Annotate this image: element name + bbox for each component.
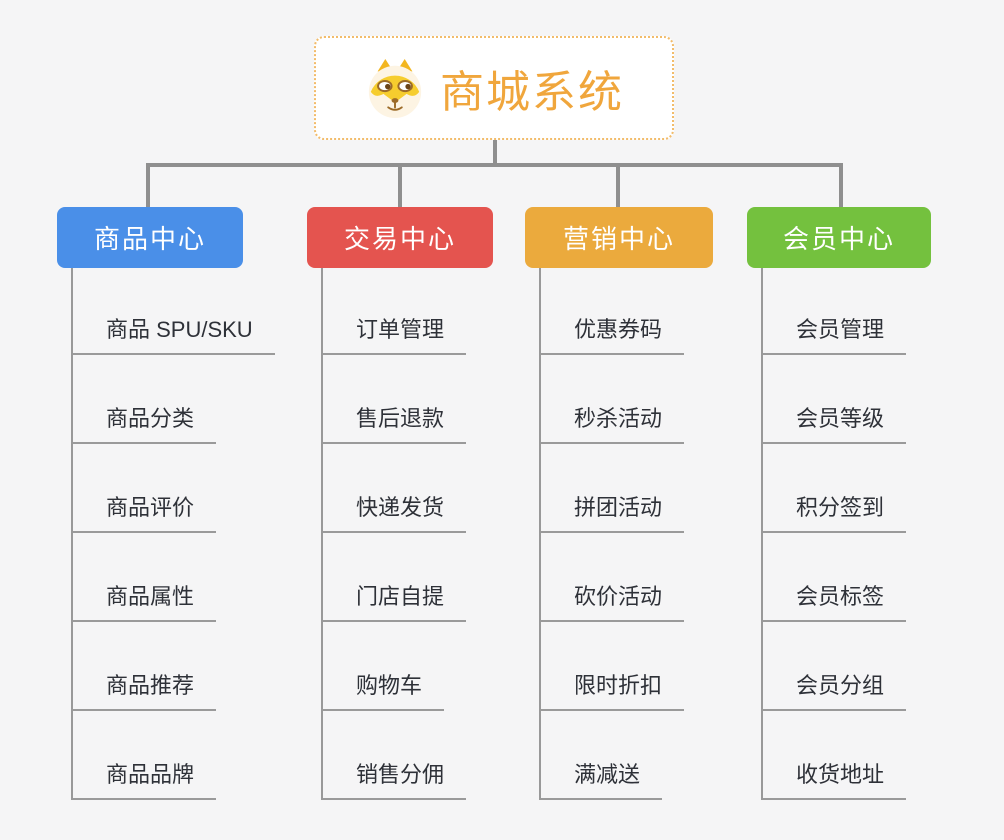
mindmap-item[interactable]: 订单管理: [323, 315, 467, 355]
mindmap-item[interactable]: 商品分类: [73, 404, 217, 444]
mindmap-item[interactable]: 商品属性: [73, 582, 217, 622]
branch-node-marketing[interactable]: 营销中心: [525, 207, 713, 268]
mindmap-item[interactable]: 优惠券码: [541, 315, 685, 355]
mindmap-item[interactable]: 商品品牌: [73, 760, 217, 800]
mindmap-item[interactable]: 会员分组: [763, 671, 907, 711]
connector-drop-trade: [398, 163, 402, 207]
mindmap-item[interactable]: 拼团活动: [541, 493, 685, 533]
mindmap-item[interactable]: 商品评价: [73, 493, 217, 533]
mindmap-item[interactable]: 快递发货: [323, 493, 467, 533]
mindmap-item[interactable]: 限时折扣: [541, 671, 685, 711]
mindmap-item[interactable]: 商品 SPU/SKU: [73, 315, 275, 355]
connector-drop-marketing: [616, 163, 620, 207]
mindmap-item[interactable]: 会员管理: [763, 315, 907, 355]
connector-drop-products: [146, 163, 150, 207]
connector-horizontal: [146, 163, 843, 167]
branch-children-marketing: 优惠券码 秒杀活动 拼团活动 砍价活动 限时折扣 满减送: [539, 268, 779, 800]
mindmap-item[interactable]: 销售分佣: [323, 760, 467, 800]
mindmap-item[interactable]: 售后退款: [323, 404, 467, 444]
root-node[interactable]: 商城系统: [314, 36, 674, 140]
connector-root-stub: [493, 140, 497, 163]
mindmap-item[interactable]: 商品推荐: [73, 671, 217, 711]
branch-children-trade: 订单管理 售后退款 快递发货 门店自提 购物车 销售分佣: [321, 268, 561, 800]
branch-node-trade[interactable]: 交易中心: [307, 207, 493, 268]
branch-node-members[interactable]: 会员中心: [747, 207, 931, 268]
connector-drop-members: [839, 163, 843, 207]
mindmap-item[interactable]: 积分签到: [763, 493, 907, 533]
mindmap-item[interactable]: 秒杀活动: [541, 404, 685, 444]
mindmap-item[interactable]: 砍价活动: [541, 582, 685, 622]
mindmap-item[interactable]: 满减送: [541, 760, 663, 800]
mindmap-item[interactable]: 收货地址: [763, 760, 907, 800]
mindmap-item[interactable]: 会员标签: [763, 582, 907, 622]
branch-children-products: 商品 SPU/SKU 商品分类 商品评价 商品属性 商品推荐 商品品牌: [71, 268, 311, 800]
mindmap-item[interactable]: 门店自提: [323, 582, 467, 622]
dog-icon: [368, 58, 422, 119]
mindmap-item[interactable]: 会员等级: [763, 404, 907, 444]
branch-node-products[interactable]: 商品中心: [57, 207, 243, 268]
branch-children-members: 会员管理 会员等级 积分签到 会员标签 会员分组 收货地址: [761, 268, 1001, 800]
mindmap-item[interactable]: 购物车: [323, 671, 445, 711]
root-title: 商城系统: [440, 68, 624, 117]
